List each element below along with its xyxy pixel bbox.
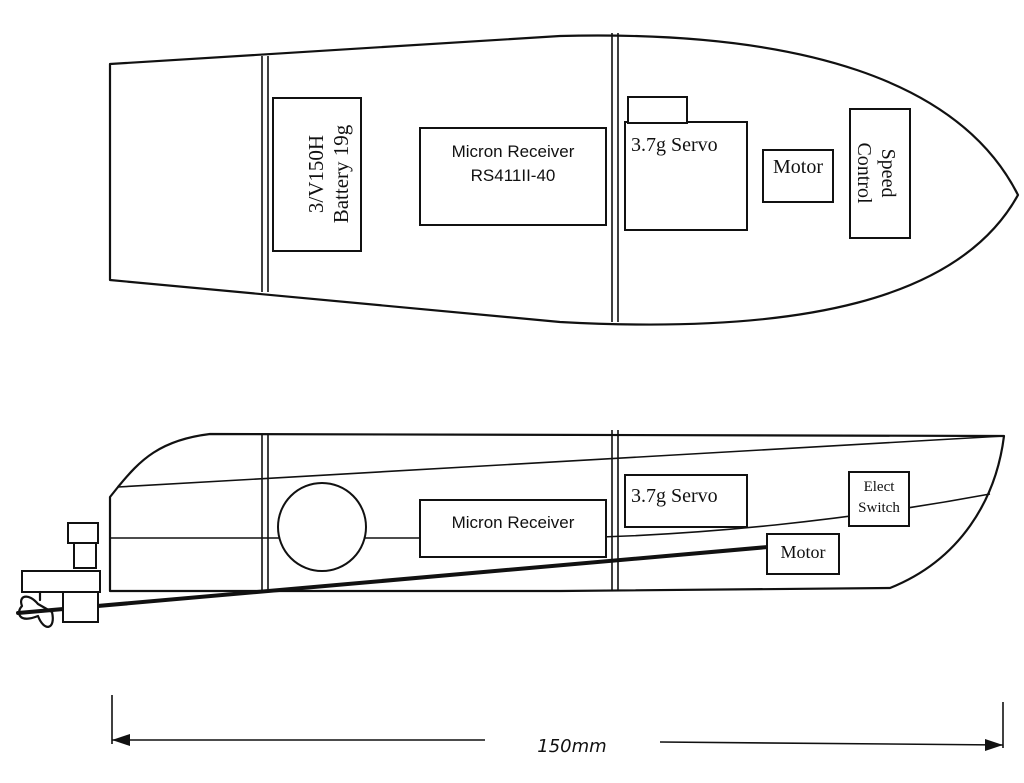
side-deck-line <box>117 435 1005 488</box>
side-hull-outline <box>108 432 1006 593</box>
propeller-icon <box>18 595 54 628</box>
battery-label-2: Battery 19g <box>329 124 353 223</box>
side-servo-label: 3.7g Servo <box>631 485 718 507</box>
receiver-box <box>419 127 607 226</box>
dimension-line: 150mm <box>111 695 1004 757</box>
battery-box <box>272 97 362 252</box>
side-battery-circle <box>277 482 367 572</box>
side-prop-shaft <box>16 545 770 615</box>
side-receiver-box <box>419 499 607 558</box>
dimension-label: 150mm <box>537 736 606 757</box>
side-servo-box <box>624 474 748 528</box>
side-outdrive <box>18 522 101 628</box>
side-motor-box <box>766 533 840 575</box>
side-view: Micron Receiver 3.7g Servo Elect Switch … <box>16 430 1006 628</box>
side-switch-label-1: Elect <box>864 479 896 495</box>
receiver-label-2: RS411II-40 <box>471 166 556 185</box>
motor-label: Motor <box>773 156 823 178</box>
dimension-arrow-right-icon <box>985 739 1003 751</box>
speed-control-box <box>849 108 911 239</box>
side-motor-label: Motor <box>781 542 826 562</box>
dimension-arrow-left-icon <box>112 734 130 746</box>
top-hull-outline <box>108 34 1020 326</box>
side-receiver-label: Micron Receiver <box>452 513 575 532</box>
top-view: 3/V150H Battery 19g Micron Receiver RS41… <box>108 33 1020 326</box>
receiver-label-1: Micron Receiver <box>452 142 575 161</box>
speed-control-label-2: Control <box>853 142 875 204</box>
motor-box <box>762 149 834 203</box>
servo-label: 3.7g Servo <box>631 134 718 156</box>
speed-control-label-1: Speed <box>877 149 899 198</box>
servo-tab <box>627 96 688 124</box>
side-switch-label-2: Switch <box>858 500 900 516</box>
battery-label-1: 3/V150H <box>304 135 328 213</box>
side-switch-box <box>848 471 910 527</box>
